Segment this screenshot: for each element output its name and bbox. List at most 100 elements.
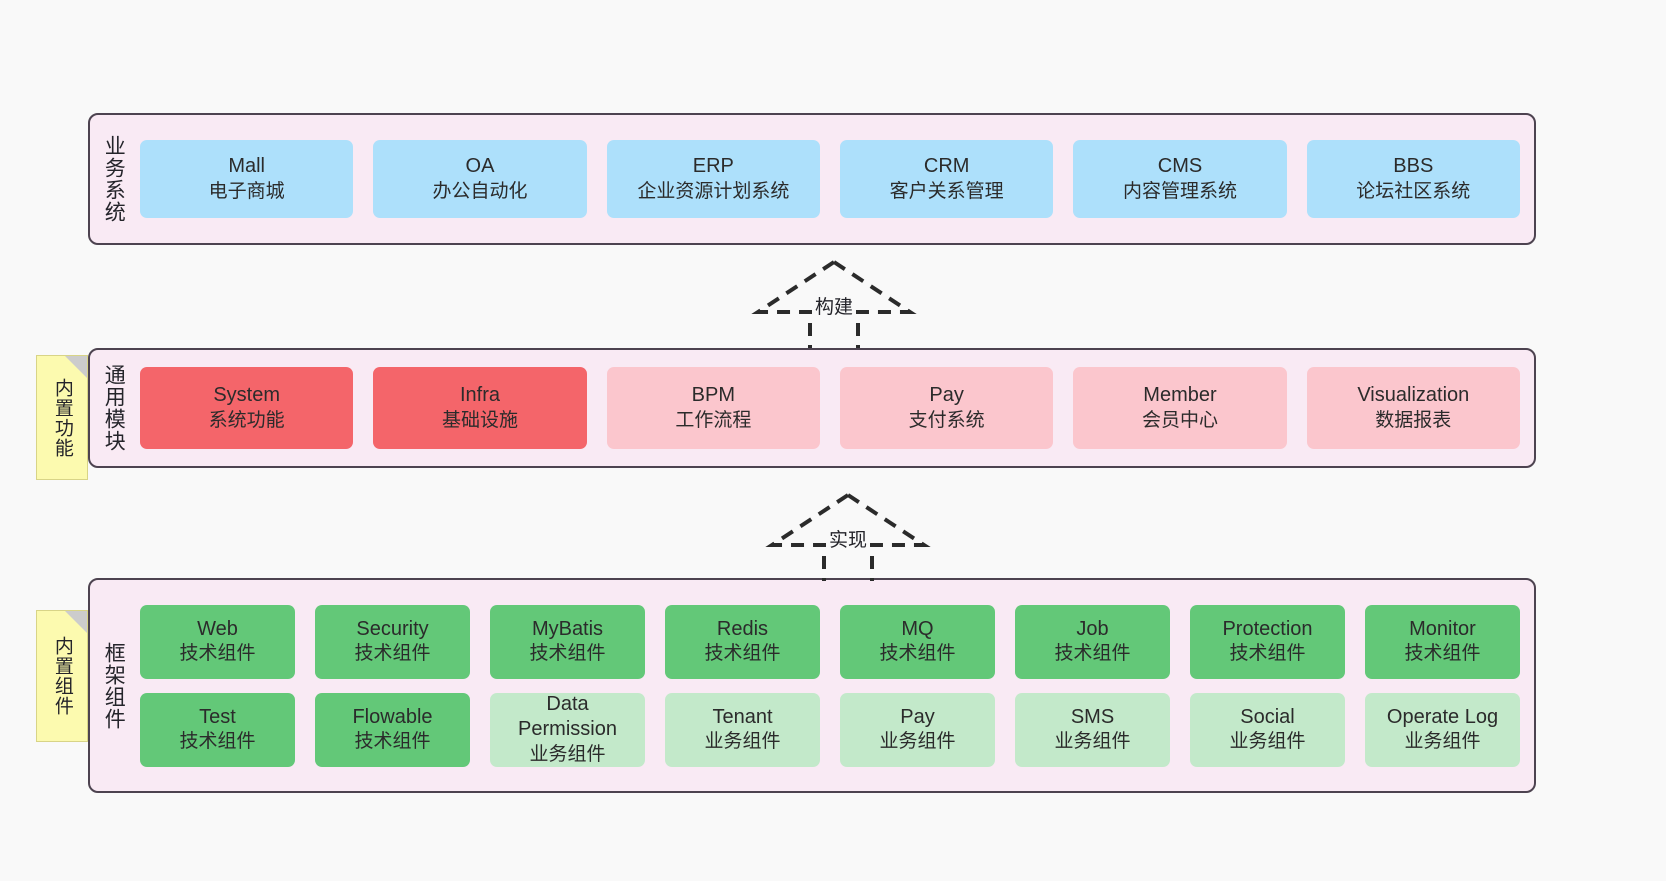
node-subtitle: 业务组件 <box>529 743 606 765</box>
node-subtitle: 论坛社区系统 <box>1356 180 1471 202</box>
node-web[interactable]: Web 技术组件 <box>140 604 295 679</box>
node-title: Flowable <box>352 705 433 728</box>
node-title: Pay <box>929 384 964 407</box>
node-job[interactable]: Job 技术组件 <box>1015 604 1170 679</box>
connector-build-label: 构建 <box>812 292 857 319</box>
node-title: SMS <box>1070 705 1115 728</box>
node-title: MQ <box>901 617 934 640</box>
node-subtitle: 技术组件 <box>179 643 256 665</box>
node-subtitle: 技术组件 <box>704 643 781 665</box>
node-subtitle: 业务组件 <box>704 731 781 753</box>
node-subtitle: 支付系统 <box>908 409 985 431</box>
node-title: ERP <box>692 155 734 178</box>
node-subtitle: 技术组件 <box>354 731 431 753</box>
node-security[interactable]: Security 技术组件 <box>315 604 470 679</box>
node-subtitle: 电子商城 <box>208 180 285 202</box>
node-title: Member <box>1143 384 1217 407</box>
node-subtitle: 内容管理系统 <box>1122 180 1237 202</box>
node-subtitle: 系统功能 <box>208 409 285 431</box>
node-sms[interactable]: SMS 业务组件 <box>1015 692 1170 767</box>
sticky-note-builtin-components-label: 内置组件 <box>51 636 73 716</box>
node-subtitle: 客户关系管理 <box>889 180 1004 202</box>
node-subtitle: 技术组件 <box>354 643 431 665</box>
node-title: Test <box>199 705 236 728</box>
node-mybatis[interactable]: MyBatis 技术组件 <box>490 604 645 679</box>
node-test[interactable]: Test 技术组件 <box>140 692 295 767</box>
node-subtitle: 业务组件 <box>1054 731 1131 753</box>
sticky-note-builtin-features: 内置功能 <box>36 355 88 480</box>
node-subtitle: 技术组件 <box>179 731 256 753</box>
node-title: Redis <box>716 617 769 640</box>
node-subtitle: 企业资源计划系统 <box>637 180 790 202</box>
node-subtitle: 技术组件 <box>879 643 956 665</box>
node-subtitle: 技术组件 <box>1404 643 1481 665</box>
node-title: Infra <box>459 384 500 407</box>
node-mq[interactable]: MQ 技术组件 <box>840 604 995 679</box>
node-flowable[interactable]: Flowable 技术组件 <box>315 692 470 767</box>
node-subtitle: 技术组件 <box>529 643 606 665</box>
node-subtitle: 技术组件 <box>1229 643 1306 665</box>
node-title: CMS <box>1157 155 1203 178</box>
node-title: Operate Log <box>1386 705 1499 728</box>
node-title: OA <box>465 155 495 178</box>
node-tenant[interactable]: Tenant 业务组件 <box>665 692 820 767</box>
node-subtitle: 技术组件 <box>1054 643 1131 665</box>
node-pay[interactable]: Pay 业务组件 <box>840 692 995 767</box>
node-subtitle: 业务组件 <box>1229 731 1306 753</box>
connector-build: 构建 <box>744 256 924 348</box>
sticky-note-builtin-features-label: 内置功能 <box>51 377 73 458</box>
node-title: Tenant <box>712 705 773 728</box>
dashed-hollow-arrow-up-icon <box>765 493 931 581</box>
node-title: BBS <box>1393 155 1434 178</box>
node-subtitle: 业务组件 <box>1404 731 1481 753</box>
node-title: Pay <box>900 705 935 728</box>
node-title: Security <box>356 617 429 640</box>
node-title: Job <box>1076 617 1109 640</box>
node-subtitle: 会员中心 <box>1141 409 1218 431</box>
node-title: Web <box>197 617 238 640</box>
layer-label-common-modules: 通用模块 <box>102 364 126 452</box>
node-subtitle: 办公自动化 <box>432 180 528 202</box>
node-monitor[interactable]: Monitor 技术组件 <box>1365 604 1520 679</box>
node-title: Mall <box>228 155 265 178</box>
dashed-hollow-arrow-up-icon <box>751 260 917 348</box>
node-title: Monitor <box>1409 617 1476 640</box>
node-operate-log[interactable]: Operate Log 业务组件 <box>1365 692 1520 767</box>
node-social[interactable]: Social 业务组件 <box>1190 692 1345 767</box>
node-subtitle: 基础设施 <box>441 409 518 431</box>
node-title: MyBatis <box>531 617 604 640</box>
node-subtitle: 业务组件 <box>879 731 956 753</box>
node-title: CRM <box>923 155 970 178</box>
layer-label-framework-components: 框架组件 <box>102 641 126 730</box>
node-title: BPM <box>691 384 735 407</box>
connector-implement: 实现 <box>758 489 938 581</box>
connector-implement-label: 实现 <box>826 525 871 552</box>
node-title: System <box>213 384 280 407</box>
node-title: Social <box>1240 705 1295 728</box>
node-redis[interactable]: Redis 技术组件 <box>665 604 820 679</box>
